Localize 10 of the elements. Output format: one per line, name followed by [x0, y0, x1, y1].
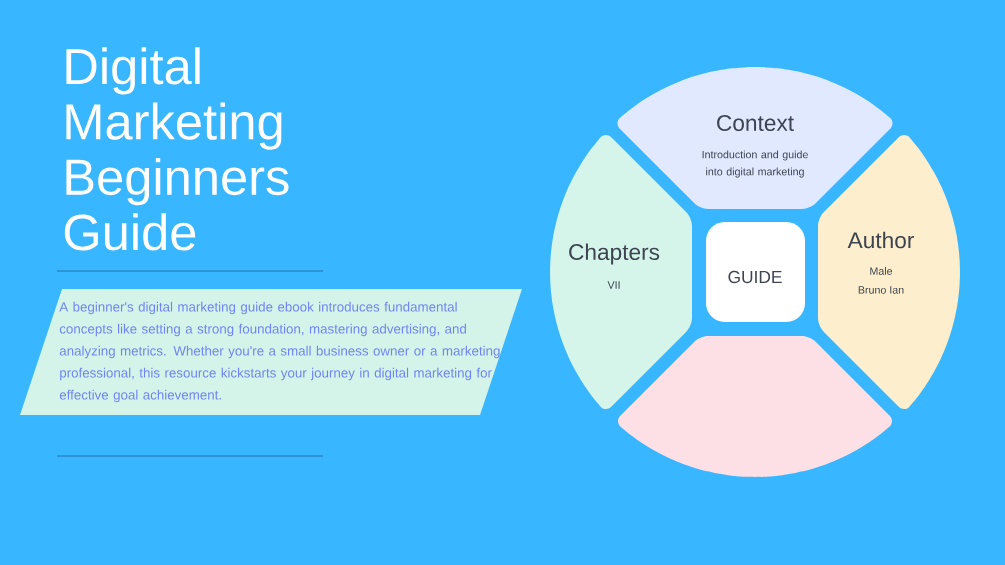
segment-heading: Author [847, 231, 914, 249]
segment-text: Male [870, 267, 893, 275]
title: Digital Marketing Beginners Guide [64, 47, 289, 251]
segment-text: VII [607, 281, 620, 289]
center-box: GUIDE [706, 222, 805, 322]
segment-text: Bruno Ian [858, 286, 904, 294]
description-panel: A beginner's digital marketing guide ebook introduces fundamental concepts like setting a strong foundation, mastering advertising, and analyzing metrics. Whether you're a small business owner or a marketing professional, this resource kickstarts your journey in digital marketing for effective goal achievement. [20, 289, 522, 415]
segment-heading: Context [717, 115, 794, 132]
segment-text: Introduction and guide into digital marketing [702, 150, 808, 178]
segment-heading: Chapters [569, 243, 660, 265]
